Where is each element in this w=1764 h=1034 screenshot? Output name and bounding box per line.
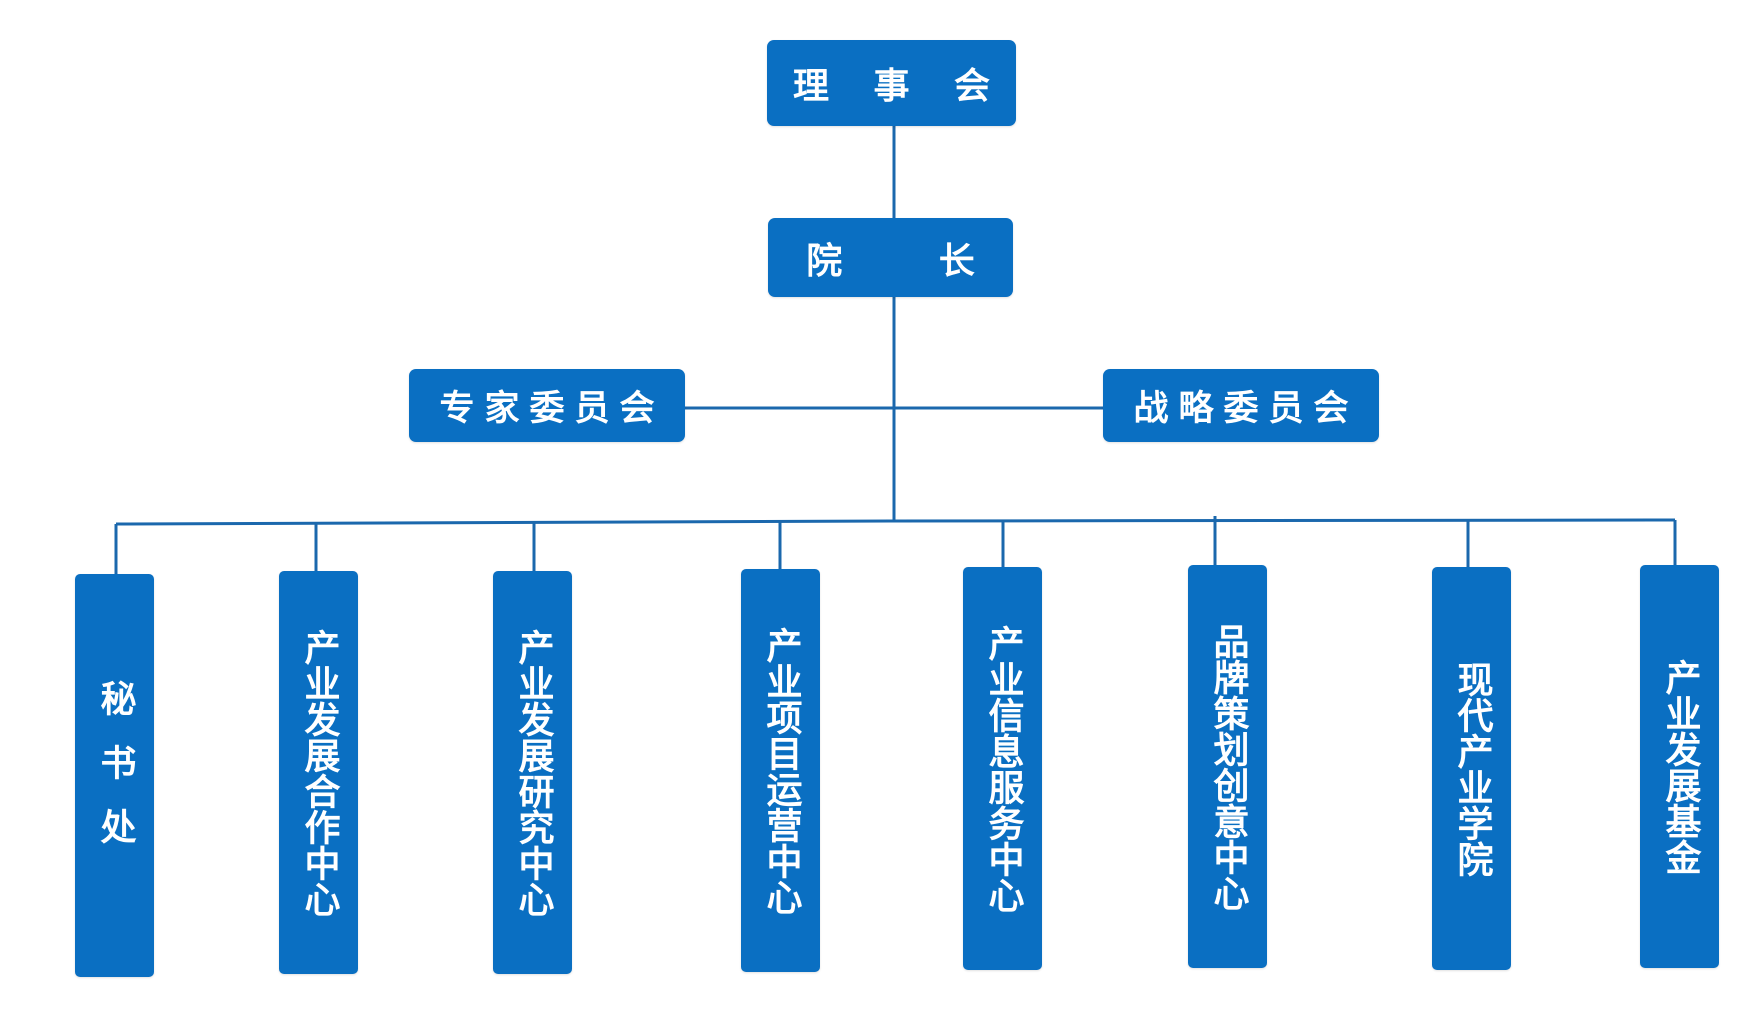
strategy-committee-label: 战略委员会 [1133,389,1359,429]
department-box-secretariat[interactable]: 秘书处 [75,574,154,977]
board-label: 理 事 会 [792,66,1007,107]
department-box-cooperation[interactable]: 产业发展合作中心 [279,571,358,974]
president-box[interactable]: 院 长 [768,218,1013,297]
department-box-project-operation[interactable]: 产业项目运营中心 [741,569,820,972]
department-box-development-fund[interactable]: 产业发展基金 [1640,565,1719,968]
connector-departments-bus [115,518,1676,526]
department-box-brand-planning[interactable]: 品牌策划创意中心 [1188,565,1267,968]
board-box[interactable]: 理 事 会 [767,40,1016,126]
department-label: 产业发展研究中心 [512,628,554,917]
department-box-research[interactable]: 产业发展研究中心 [493,571,572,974]
department-label: 品牌策划创意中心 [1207,622,1249,911]
president-label: 院 长 [806,240,991,282]
department-label: 产业发展合作中心 [298,628,340,917]
expert-committee-label: 专家委员会 [439,389,665,429]
expert-committee-box[interactable]: 专家委员会 [409,369,685,442]
department-label: 秘书处 [94,679,136,872]
strategy-committee-box[interactable]: 战略委员会 [1103,369,1379,442]
department-label: 产业项目运营中心 [760,626,802,915]
department-label: 现代产业学院 [1451,660,1493,877]
department-label: 产业发展基金 [1659,658,1701,875]
department-box-modern-industry-college[interactable]: 现代产业学院 [1432,567,1511,970]
department-label: 产业信息服务中心 [982,624,1024,913]
department-box-information-service[interactable]: 产业信息服务中心 [963,567,1042,970]
